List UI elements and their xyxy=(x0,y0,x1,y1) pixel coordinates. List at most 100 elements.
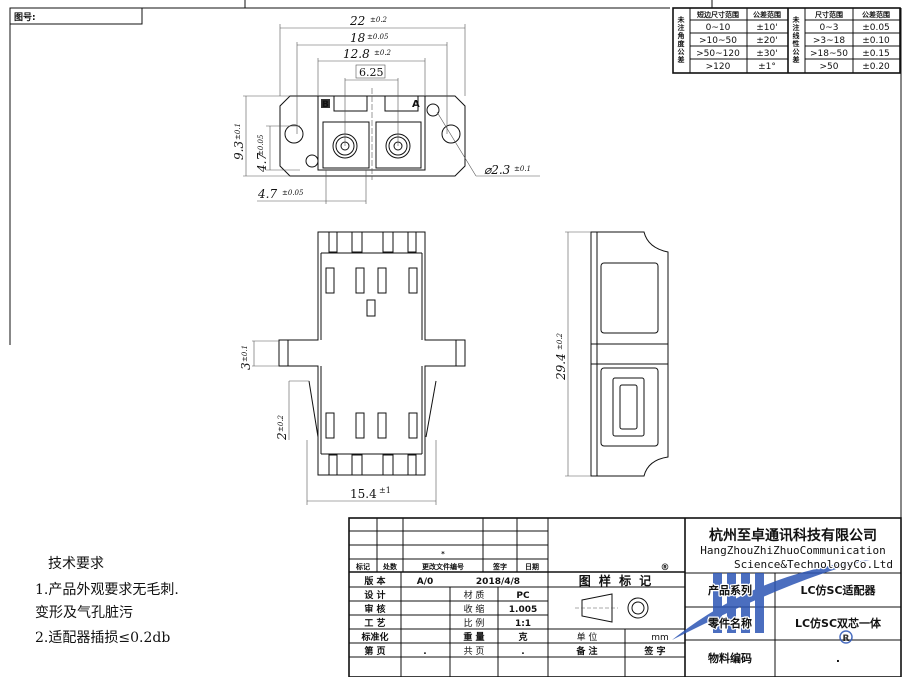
front-view: B A 22 ±0.2 18 ±0.05 12.8 ±0.2 6.25 9.3±… xyxy=(232,14,540,204)
port-a-label: A xyxy=(412,99,420,110)
sign-label: 签 字 xyxy=(643,645,665,657)
tol-clip-2: ±0.2 xyxy=(277,414,285,432)
drawing-number-label: 图号: xyxy=(14,12,36,23)
tol-port-width-4-7: ±0.05 xyxy=(282,189,304,197)
linear-tolerance-title: 未注线性公差 xyxy=(792,15,801,64)
material-code-label: 物料编码 xyxy=(708,651,752,665)
shrink-value: 1.005 xyxy=(509,605,537,615)
mounting-hole-left xyxy=(284,124,304,144)
projection-symbol-icon xyxy=(575,593,649,623)
angle-tolerance-title: 未注角度公差 xyxy=(677,15,686,64)
design-label: 设 计 xyxy=(364,589,385,601)
tech-requirements-title: 技术要求 xyxy=(48,556,104,572)
port-b xyxy=(322,121,370,169)
port-b-label: B xyxy=(322,100,329,110)
tol-height-9-3: ±0.1 xyxy=(234,123,242,140)
weight-value: 克 xyxy=(518,631,527,643)
drawing-frame: 图号: xyxy=(9,0,902,520)
dim-hole-diameter: ⌀2.3 xyxy=(484,163,511,177)
dim-body-12-8: 12.8 xyxy=(343,47,370,61)
dim-hole-spacing-18: 18 xyxy=(350,31,366,45)
side-outline xyxy=(590,231,669,477)
angle-tol-cell: ±1° xyxy=(758,62,776,72)
tol-clip-width-15-4: ±1 xyxy=(379,486,391,495)
unit-label: 单 位 xyxy=(577,631,598,643)
linear-tol-cell: ±0.05 xyxy=(862,23,890,33)
company-logo: R xyxy=(672,560,870,644)
angle-tol-cell: ±30' xyxy=(756,49,777,59)
date-value: 2018/4/8 xyxy=(476,577,520,587)
rev-header-mark: 标记 xyxy=(355,562,370,571)
angle-range-cell: >50~120 xyxy=(696,49,740,59)
tol-length-29-4: ±0.2 xyxy=(556,332,564,350)
linear-tol-cell: ±0.20 xyxy=(862,62,890,72)
linear-tol-cell: ±0.15 xyxy=(862,49,890,59)
part-name-value: LC仿SC双芯一体 xyxy=(795,616,882,630)
process-label: 工 艺 xyxy=(364,617,385,629)
scale-value: 1:1 xyxy=(515,619,531,629)
top-view: 3±0.1 2±0.2 15.4 ±1 xyxy=(239,231,466,505)
sample-mark-label: 图 样 标 记 xyxy=(579,573,654,588)
angle-header-tolerance: 公差范围 xyxy=(753,10,781,19)
angle-range-cell: >10~50 xyxy=(699,36,737,46)
material-code-value: . xyxy=(836,652,840,665)
series-value: LC仿SC适配器 xyxy=(800,583,876,597)
angle-range-cell: >120 xyxy=(706,62,731,72)
tol-width-22: ±0.2 xyxy=(370,16,388,24)
rev-header-date: 日期 xyxy=(525,562,539,571)
registered-mark: ® xyxy=(661,563,670,573)
page-label: 第 页 xyxy=(364,645,385,657)
tech-requirement-item: 变形及气孔脏污 xyxy=(35,605,133,621)
unit-value: mm xyxy=(651,633,669,643)
technical-requirements: 技术要求 1.产品外观要求无毛刺. 变形及气孔脏污 2.适配器插损≤0.2db xyxy=(35,556,179,646)
scale-label: 比 例 xyxy=(464,617,485,629)
total-pages-value: . xyxy=(521,647,524,657)
port-a xyxy=(375,121,422,169)
angle-range-cell: 0~10 xyxy=(706,23,731,33)
dim-flange-3: 3 xyxy=(239,362,253,370)
tol-flange-3: ±0.1 xyxy=(241,345,249,362)
tolerance-table: 未注角度公差 未注线性公差 短边尺寸范围 公差范围 尺寸范围 公差范围 0~10… xyxy=(672,7,901,74)
title-block: R 标记 处数 更改文件编号 签字 日期 * ® 版 本 A/0 2018/4/… xyxy=(348,517,902,677)
weight-label: 重 量 xyxy=(463,631,484,643)
total-pages-label: 共 页 xyxy=(464,646,485,657)
linear-range-cell: >18~50 xyxy=(810,49,848,59)
company-name-en-line1: HangZhouZhiZhuoCommunication xyxy=(700,544,885,557)
side-view: 29.4 ±0.2 xyxy=(554,231,669,477)
review-label: 审 核 xyxy=(364,603,385,615)
angle-tol-cell: ±20' xyxy=(756,36,777,46)
dim-clip-width-15-4: 15.4 xyxy=(350,487,377,501)
rev-header-sign: 签字 xyxy=(492,562,507,571)
remark-label: 备 注 xyxy=(575,645,597,657)
company-name-cn: 杭州至卓通讯科技有限公司 xyxy=(709,527,877,544)
svg-text:R: R xyxy=(843,634,850,644)
angle-header-range: 短边尺寸范围 xyxy=(697,10,739,19)
linear-header-range: 尺寸范围 xyxy=(814,10,843,19)
dim-clip-2: 2 xyxy=(275,432,289,441)
tech-requirement-item: 1.产品外观要求无毛刺. xyxy=(35,582,179,598)
latch-slots xyxy=(325,267,418,439)
linear-header-tolerance: 公差范围 xyxy=(862,10,890,19)
tol-port-height-4-7: ±0.05 xyxy=(257,134,265,156)
tol-hole-diameter: ±0.1 xyxy=(514,165,531,173)
tech-requirement-item: 2.适配器插损≤0.2db xyxy=(35,630,170,646)
rev-header-doc: 更改文件编号 xyxy=(422,562,464,571)
material-value: PC xyxy=(516,591,530,601)
linear-range-cell: >50 xyxy=(820,62,839,72)
part-name-label: 零件名称 xyxy=(707,616,752,630)
dim-port-width-4-7: 4.7 xyxy=(257,187,277,201)
shrink-label: 收 缩 xyxy=(464,603,485,615)
series-label: 产品系列 xyxy=(708,583,752,597)
rev-header-count: 处数 xyxy=(382,562,398,571)
dim-length-29-4: 29.4 xyxy=(554,353,568,381)
body-outline xyxy=(278,231,466,476)
mounting-hole-right xyxy=(441,124,461,144)
linear-tol-cell: ±0.10 xyxy=(862,36,890,46)
drawing-number-box xyxy=(9,7,143,25)
spring-clip-left xyxy=(308,380,319,438)
version-label: 版 本 xyxy=(363,575,386,587)
standard-label: 标准化 xyxy=(360,631,388,643)
page-value: . xyxy=(423,647,426,657)
material-label: 材 质 xyxy=(464,589,485,601)
angle-tol-cell: ±10' xyxy=(756,23,777,33)
